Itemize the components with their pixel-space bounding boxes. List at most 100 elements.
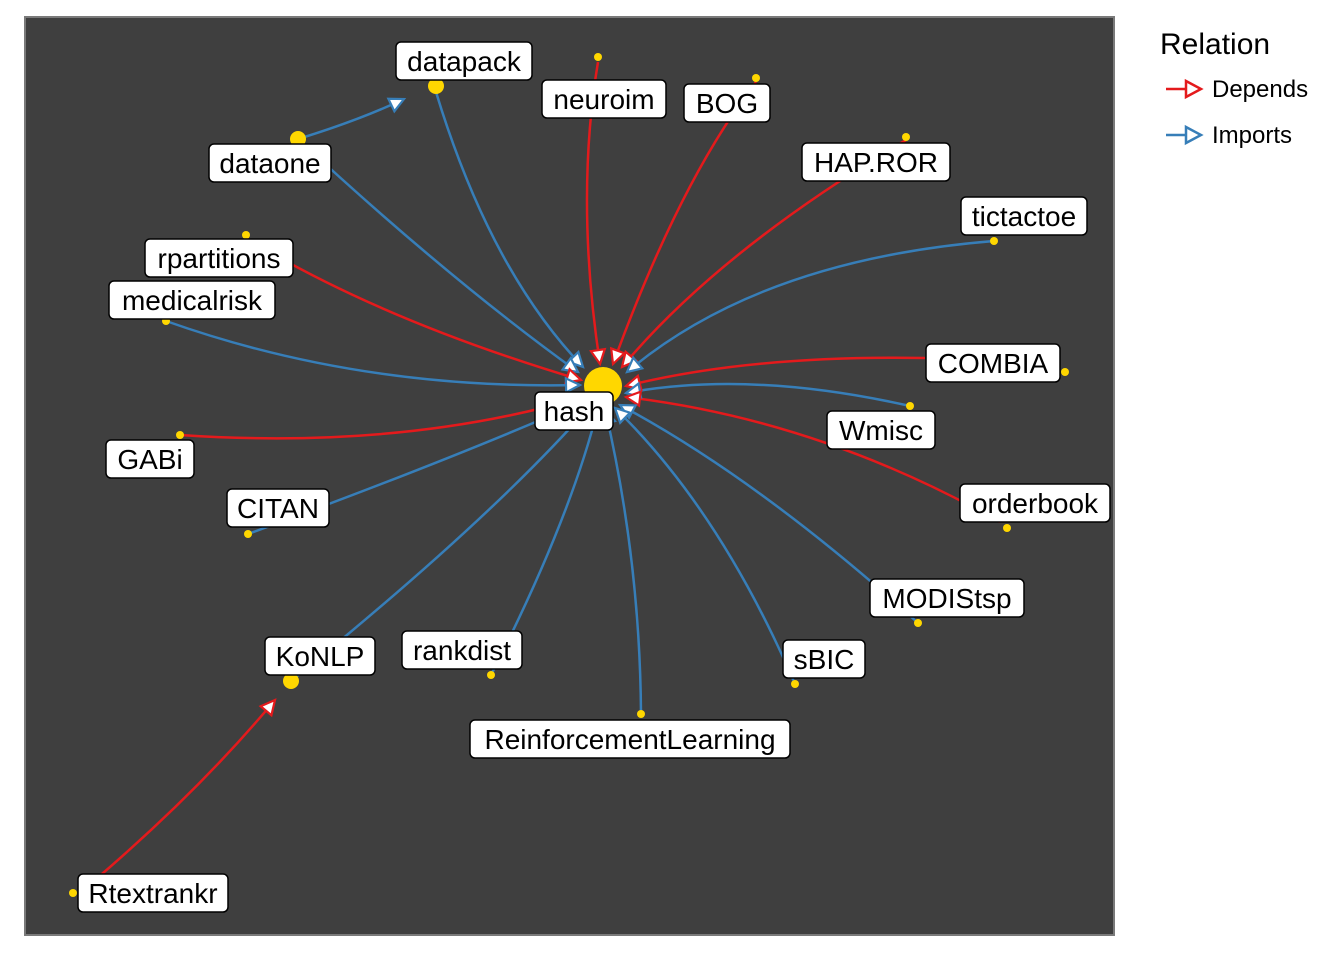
label-box: [226, 488, 330, 528]
label-HAP.ROR: HAP.ROR: [801, 142, 951, 182]
node-label-text: hash: [544, 396, 605, 427]
label-orderbook: orderbook: [959, 483, 1111, 523]
node-Rtextrankr: [69, 889, 77, 897]
label-KoNLP: KoNLP: [264, 636, 376, 676]
label-box: [683, 83, 771, 123]
label-datapack: datapack: [395, 41, 533, 81]
edge-tictactoe-hash: [626, 239, 995, 373]
label-MODIStsp: MODIStsp: [869, 578, 1025, 618]
node-label-text: HAP.ROR: [814, 147, 938, 178]
legend-depends-arrow-icon: [1184, 78, 1204, 100]
label-box: [108, 280, 276, 320]
arrowhead-HAP.ROR-hash: [620, 349, 639, 369]
node-label-text: KoNLP: [276, 641, 365, 672]
node-label-text: GABi: [117, 444, 182, 475]
legend-entry-imports: Imports: [1166, 122, 1292, 149]
labels-layer: hash datapack dataone neuroim BOG HAP.ROR tict…: [77, 41, 1111, 913]
node-neuroim: [594, 53, 602, 61]
label-rankdist: rankdist: [401, 630, 523, 670]
label-box: [208, 143, 332, 183]
label-box: [960, 196, 1088, 236]
arrowhead-BOG-hash: [609, 346, 627, 367]
label-ReinforcementLearning: ReinforcementLearning: [469, 719, 791, 759]
label-box: [395, 41, 533, 81]
node-label-text: Wmisc: [839, 415, 923, 446]
edge-dataone-hash: [297, 138, 579, 374]
node-rankdist: [487, 671, 495, 679]
label-box: [959, 483, 1111, 523]
node-GABi: [176, 431, 184, 439]
arrowhead-sBIC-hash: [613, 406, 632, 425]
node-MODIStsp: [914, 619, 922, 627]
label-box: [782, 639, 866, 679]
node-rpartitions: [242, 231, 250, 239]
node-label-text: CITAN: [237, 493, 319, 524]
label-hash: hash: [534, 391, 614, 431]
node-sBIC: [791, 680, 799, 688]
node-label-text: dataone: [219, 148, 320, 179]
label-rpartitions: rpartitions: [144, 238, 294, 278]
label-Rtextrankr: Rtextrankr: [77, 873, 229, 913]
arrowhead-orderbook-hash: [623, 390, 643, 408]
label-box: [534, 391, 614, 431]
node-label-text: datapack: [407, 46, 522, 77]
edge-medicalrisk-hash: [165, 319, 581, 387]
label-box: [869, 578, 1025, 618]
node-orderbook: [1003, 524, 1011, 532]
arrowhead-medicalrisk-hash: [564, 376, 583, 395]
node-label-text: neuroim: [553, 84, 654, 115]
label-box: [925, 343, 1061, 383]
edge-COMBIA-hash: [625, 356, 926, 388]
label-COMBIA: COMBIA: [925, 343, 1061, 383]
node-BOG: [752, 74, 760, 82]
node-KoNLP: [283, 673, 299, 689]
arrowhead-tictactoe-hash: [625, 355, 645, 374]
node-label-text: rpartitions: [158, 243, 281, 274]
arrowhead-neuroim-hash: [589, 347, 607, 367]
label-dataone: dataone: [208, 143, 332, 183]
label-medicalrisk: medicalrisk: [108, 280, 276, 320]
node-COMBIA: [1061, 368, 1069, 376]
edge-Rtextrankr-KoNLP: [94, 699, 276, 881]
label-box: [826, 410, 936, 450]
label-BOG: BOG: [683, 83, 771, 123]
arrowhead-Rtextrankr-KoNLP: [258, 698, 277, 718]
node-label-text: COMBIA: [938, 348, 1049, 379]
label-box: [77, 873, 229, 913]
edge-Wmisc-hash: [625, 382, 911, 408]
edge-sBIC-hash: [614, 407, 797, 685]
node-dataone: [290, 131, 306, 147]
node-label-text: BOG: [696, 88, 758, 119]
label-box: [264, 636, 376, 676]
arrowhead-datapack-hash: [566, 350, 585, 369]
node-label-text: tictactoe: [972, 201, 1076, 232]
node-CITAN: [244, 530, 252, 538]
node-label-text: MODIStsp: [882, 583, 1011, 614]
label-Wmisc: Wmisc: [826, 410, 936, 450]
node-tictactoe: [990, 237, 998, 245]
label-box: [401, 630, 523, 670]
legend: Relation Depends Imports: [1160, 28, 1308, 149]
label-box: [801, 142, 951, 182]
node-label-text: Rtextrankr: [88, 878, 217, 909]
node-ReinforcementLearning: [637, 710, 645, 718]
legend-label-depends: Depends: [1212, 76, 1308, 103]
legend-imports-arrow-icon: [1184, 124, 1204, 146]
edge-ReinforcementLearning-hash: [603, 408, 643, 715]
node-label-text: rankdist: [413, 635, 511, 666]
node-label-text: sBIC: [794, 644, 855, 675]
arrowhead-dataone-datapack: [386, 97, 407, 114]
node-label-text: ReinforcementLearning: [484, 724, 775, 755]
label-CITAN: CITAN: [226, 488, 330, 528]
label-box: [105, 439, 195, 479]
label-neuroim: neuroim: [541, 79, 667, 119]
label-sBIC: sBIC: [782, 639, 866, 679]
node-HAP.ROR: [902, 133, 910, 141]
edge-GABi-hash: [179, 396, 581, 440]
legend-title: Relation: [1160, 28, 1270, 61]
node-label-text: orderbook: [972, 488, 1099, 519]
label-box: [541, 79, 667, 119]
label-tictactoe: tictactoe: [960, 196, 1088, 236]
node-label-text: medicalrisk: [122, 285, 263, 316]
